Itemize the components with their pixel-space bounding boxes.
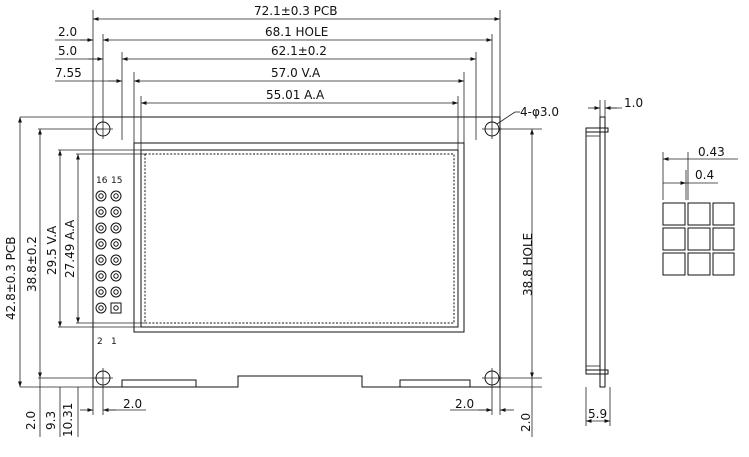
dim-total-thickness: 5.9 [588, 407, 607, 421]
pin-pad [95, 206, 107, 218]
pin-pad [110, 190, 122, 202]
right-dimensions: 38.8 HOLE 2.0 2.0 [450, 128, 542, 437]
dim-bottom-offset-3: 10.31 [61, 403, 75, 437]
front-view: 16 15 2 1 [92, 116, 502, 388]
pixel-cell [662, 227, 686, 251]
pixel-detail: 0.43 0.4 [662, 145, 738, 276]
dim-hole-pitch-vertical: 38.8 HOLE [521, 233, 535, 296]
pin-pad [95, 190, 107, 202]
pin-hole [113, 241, 119, 247]
pcb-bottom-notch-right [399, 379, 471, 387]
pixel-cell [712, 252, 735, 276]
side-glass [599, 116, 606, 388]
dim-pcb-width: 72.1±0.3 PCB [254, 4, 338, 18]
bezel-outline [133, 142, 465, 333]
pin-hole [98, 289, 104, 295]
top-dimensions: 72.1±0.3 PCB 68.1 HOLE 62.1±0.2 57.0 V.A… [55, 4, 559, 150]
dim-bottom-offset-1: 2.0 [24, 411, 38, 430]
pixel-cell [712, 227, 735, 251]
dim-right-hole-offset-y: 2.0 [519, 413, 533, 432]
dim-hole-spec: 4-φ3.0 [520, 105, 559, 119]
pcb-bottom-notch-left [121, 379, 197, 387]
side-bracket-top [585, 127, 609, 133]
dim-left-offset-2: 5.0 [58, 44, 77, 58]
dim-bottom-hole-offset-x: 2.0 [123, 397, 142, 411]
pin-header: 16 15 2 1 [95, 176, 122, 347]
pixel-cell [712, 202, 735, 226]
pixel-cell [687, 202, 711, 226]
pixel-cell [687, 252, 711, 276]
pin-hole [98, 257, 104, 263]
mounting-holes [93, 119, 502, 388]
pin-pad [95, 286, 107, 298]
dim-bottom-offset-2: 9.3 [44, 411, 58, 430]
pin-pad [110, 254, 122, 266]
pin-pad [95, 238, 107, 250]
dim-view-area-height: 29.5 V.A [45, 225, 59, 275]
pin-pad [110, 270, 122, 282]
dim-pixel-pitch: 0.43 [698, 145, 725, 159]
bottom-left-dimensions: 2.0 9.3 10.31 2.0 [24, 378, 146, 437]
pin-hole [98, 241, 104, 247]
pin-hole [113, 289, 119, 295]
pin-label-2: 2 [97, 337, 103, 347]
dim-bezel-width: 62.1±0.2 [271, 44, 327, 58]
dim-right-hole-offset-x: 2.0 [455, 397, 474, 411]
pin-hole [98, 193, 104, 199]
pin-pad [110, 286, 122, 298]
pin-hole [113, 257, 119, 263]
pixel-cell [687, 227, 711, 251]
pin-hole [113, 273, 119, 279]
active-area [144, 153, 455, 324]
pin-pad-square [110, 302, 122, 314]
pcb-outline [92, 116, 501, 388]
pin-hole [98, 209, 104, 215]
pin-pad [95, 222, 107, 234]
side-body [585, 131, 601, 371]
side-view: 1.0 5.9 [585, 96, 643, 426]
pin-hole [113, 209, 119, 215]
pin-hole [113, 193, 119, 199]
pin-label-1: 1 [111, 337, 117, 347]
pin-hole [98, 305, 104, 311]
pin-pad [110, 222, 122, 234]
pin-pad [95, 270, 107, 282]
pin-pad [95, 302, 107, 314]
pin-pad [110, 206, 122, 218]
pin-hole [113, 305, 119, 311]
pin-label-15: 15 [111, 176, 122, 186]
dim-glass-thickness: 1.0 [624, 96, 643, 110]
pin-hole [113, 225, 119, 231]
dim-left-offset-1: 2.0 [58, 25, 77, 39]
pin-pad [110, 238, 122, 250]
dim-bezel-height: 38.8±0.2 [25, 236, 39, 292]
dim-pcb-height: 42.8±0.3 PCB [4, 236, 18, 320]
pixel-cell [662, 252, 686, 276]
left-dimensions: 42.8±0.3 PCB 38.8±0.2 29.5 V.A 27.49 A.A [4, 116, 145, 388]
pin-hole [98, 225, 104, 231]
side-bracket-bottom [585, 369, 609, 375]
pin-label-16: 16 [96, 176, 108, 186]
dim-active-area-width: 55.01 A.A [266, 88, 325, 102]
dim-hole-pitch: 68.1 HOLE [265, 25, 328, 39]
pin-pad [95, 254, 107, 266]
dim-pixel-size: 0.4 [695, 168, 714, 182]
dim-left-offset-3: 7.55 [55, 66, 82, 80]
dim-active-area-height: 27.49 A.A [63, 219, 77, 278]
pin-hole [98, 273, 104, 279]
pixel-cell [662, 202, 686, 226]
view-area [140, 149, 459, 328]
dim-view-area-width: 57.0 V.A [271, 66, 321, 80]
